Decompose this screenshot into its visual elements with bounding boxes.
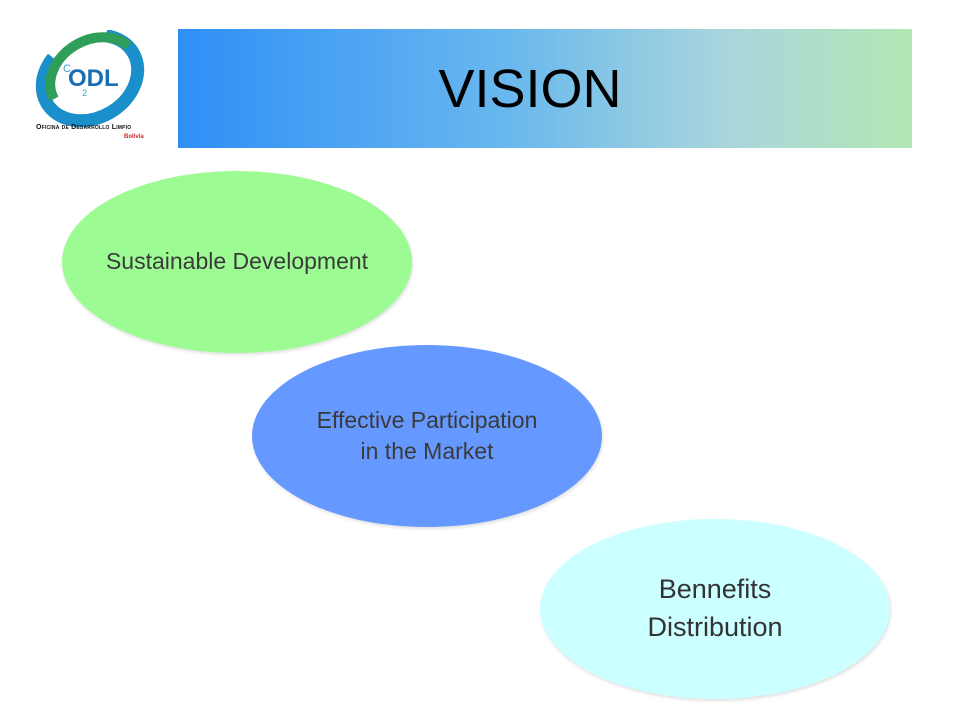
- logo-country: Bolivia: [124, 134, 144, 140]
- logo-c: C: [63, 63, 71, 75]
- ellipse-label-line: Sustainable Development: [105, 248, 369, 275]
- ellipse-label-line: Distribution: [647, 612, 783, 642]
- logo-2: 2: [82, 88, 87, 98]
- logo-letters: ODL: [68, 65, 119, 92]
- ellipse-effective-participation: Effective Participation in the Market: [252, 345, 602, 527]
- ellipse-label-line: in the Market: [360, 438, 494, 464]
- ellipse-label: Sustainable Development: [106, 246, 368, 277]
- ellipse-label: Effective Participation in the Market: [317, 405, 538, 467]
- ellipse-label: Bennefits Distribution: [647, 571, 782, 647]
- odl-logo: C ODL 2 Oficina de Desarrollo Limpio Bol…: [30, 30, 158, 148]
- title-band: VISION: [178, 29, 912, 148]
- logo-organization-name: Oficina de Desarrollo Limpio: [36, 124, 132, 131]
- logo-swirl-icon: C ODL 2: [35, 30, 145, 128]
- ellipse-label-line: Effective Participation: [316, 406, 538, 433]
- slide-title: VISION: [438, 58, 622, 119]
- ellipse-sustainable-development: Sustainable Development: [62, 171, 412, 353]
- ellipse-benefits-distribution: Bennefits Distribution: [540, 519, 890, 699]
- ellipse-label-line: Bennefits: [658, 574, 772, 605]
